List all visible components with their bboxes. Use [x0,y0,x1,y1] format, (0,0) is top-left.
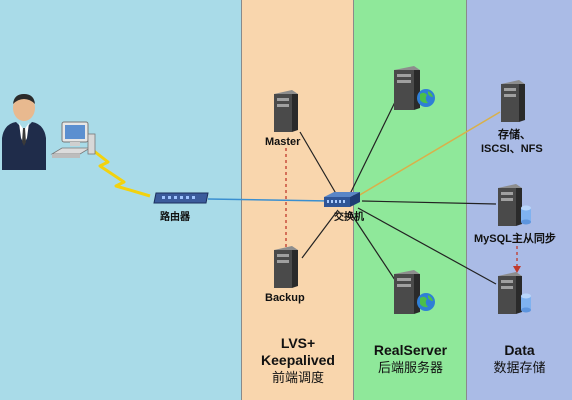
realserver-2-icon [394,270,435,314]
master-server-icon [274,90,298,132]
switch-mysql-link [361,200,497,205]
lvs-title-line1: LVS+ [280,335,316,351]
backup-server-icon [274,246,298,288]
zone-realserver [354,0,467,400]
lvs-subtitle: 前端调度 [271,370,324,385]
mysql-slave-icon [498,272,531,314]
switch-rs2-link [349,211,396,281]
backup-label: Backup [265,292,305,304]
mysql-label: MySQL主从同步 [474,233,556,245]
realserver-1-icon [394,66,435,110]
master-switch-link [299,131,339,198]
storage-label-line1: 存储、 [498,129,531,141]
realserver-zone-title: RealServer 后端服务器 [354,342,467,376]
router-switch-link [207,198,331,202]
switch-icon [324,192,360,207]
mysql-replication-arrow [513,266,521,273]
switch-storage-link [357,111,501,197]
lvs-zone-title: LVS+ Keepalived 前端调度 [242,335,354,386]
switch-rs1-link [349,101,396,195]
router-label: 路由器 [160,212,190,223]
realserver-subtitle: 后端服务器 [377,360,443,375]
lvs-title-line2: Keepalived [261,352,335,368]
switch-label: 交换机 [334,212,364,223]
data-zone-title: Data 数据存储 [467,342,572,376]
data-subtitle: 数据存储 [493,360,546,375]
switch-db2-link [357,207,497,285]
router-icon [153,192,209,204]
wireless-link [89,146,151,198]
backup-switch-link [301,209,339,259]
mysql-master-icon [498,184,531,226]
storage-server-icon [501,80,525,122]
data-title: Data [504,342,535,358]
master-label: Master [265,136,301,148]
storage-label-line2: ISCSI、NFS [481,143,543,155]
realserver-title: RealServer [373,342,448,358]
user-icon [2,94,46,170]
pc-icon [50,121,96,158]
